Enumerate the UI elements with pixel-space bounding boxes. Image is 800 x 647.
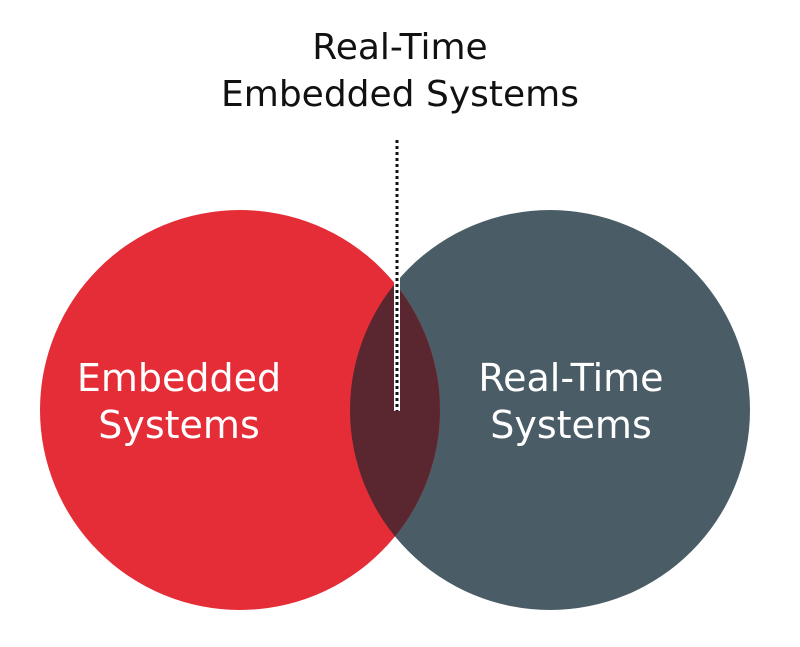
right-set-label-line1: Real-Time — [478, 356, 664, 400]
intersection-label-line2: Embedded Systems — [221, 74, 579, 115]
left-set-circle — [40, 210, 440, 610]
left-set-label-line2: Systems — [98, 403, 260, 447]
intersection-label-line1: Real-Time — [312, 27, 488, 68]
right-set-circle — [350, 210, 750, 610]
right-set-label-line2: Systems — [490, 403, 652, 447]
left-set-label-line1: Embedded — [76, 356, 282, 400]
